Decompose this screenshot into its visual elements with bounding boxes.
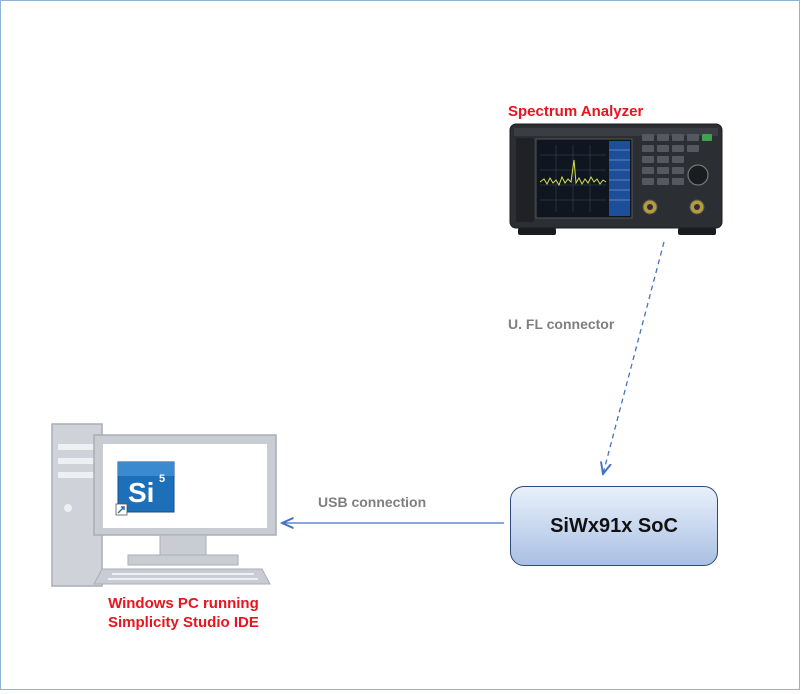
ufl-dashed-arrow — [603, 241, 665, 474]
usb-connection-label: USB connection — [318, 494, 427, 510]
spectrum-analyzer-icon — [509, 123, 723, 235]
pc-caption-line1: Windows PC running — [108, 595, 259, 612]
simplicity-studio-icon: Si 5 — [115, 461, 175, 516]
studio-logo-text: Si — [128, 477, 154, 508]
pc-caption-line2: Simplicity Studio IDE — [108, 614, 259, 631]
spectrum-analyzer-label: Spectrum Analyzer — [508, 103, 644, 120]
studio-logo-sup: 5 — [159, 473, 165, 485]
ufl-connector-label: U. FL connector — [508, 316, 615, 332]
soc-label: SiWx91x SoC — [550, 514, 678, 537]
pc-caption: Windows PC running Simplicity Studio IDE — [108, 594, 259, 632]
soc-box: SiWx91x SoC — [510, 486, 718, 566]
